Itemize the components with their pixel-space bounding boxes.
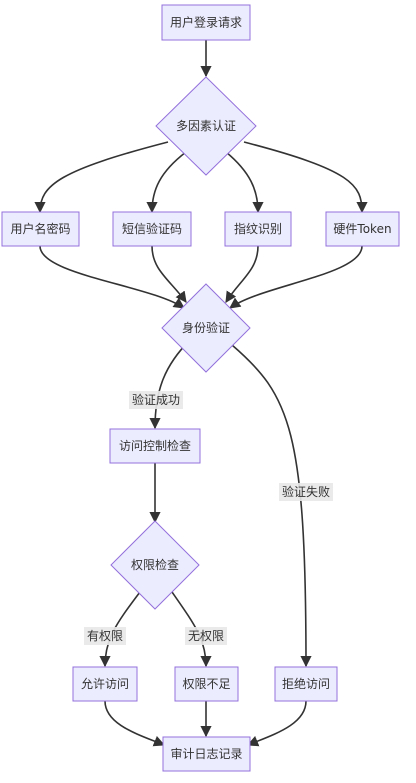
node-audit-log: 审计日志记录 bbox=[162, 736, 251, 772]
node-fingerprint-label: 指纹识别 bbox=[234, 221, 282, 236]
node-access-control: 访问控制检查 bbox=[109, 428, 201, 464]
node-fingerprint: 指纹识别 bbox=[224, 211, 292, 247]
node-identity-check: 身份验证 bbox=[161, 283, 251, 373]
edge-label-has-permission: 有权限 bbox=[87, 629, 123, 643]
edge-allow-to-audit bbox=[104, 700, 166, 747]
node-insufficient: 权限不足 bbox=[174, 666, 239, 702]
node-mfa-label: 多因素认证 bbox=[176, 119, 236, 133]
node-permission-check-label: 权限检查 bbox=[131, 557, 179, 572]
node-login-request-label: 用户登录请求 bbox=[170, 15, 242, 30]
node-access-control-label: 访问控制检查 bbox=[119, 438, 191, 453]
edge-label-auth-success: 验证成功 bbox=[132, 392, 180, 407]
edge-fingerprint-to-identity bbox=[225, 245, 259, 303]
node-deny-access-label: 拒绝访问 bbox=[282, 676, 330, 691]
edge-hwtoken-to-identity bbox=[229, 245, 363, 309]
edge-label-auth-fail: 验证失败 bbox=[282, 484, 330, 499]
node-audit-log-label: 审计日志记录 bbox=[170, 746, 242, 761]
edge-mfa-to-password bbox=[34, 141, 169, 214]
edge-identity-to-deny bbox=[231, 344, 312, 668]
edge-mfa-to-sms bbox=[146, 151, 187, 214]
node-mfa: 多因素认证 bbox=[155, 76, 257, 176]
edge-labels: 验证成功 验证失败 有权限 无权限 bbox=[84, 391, 333, 645]
node-login-request: 用户登录请求 bbox=[161, 4, 251, 41]
edge-label-no-permission: 无权限 bbox=[188, 629, 224, 643]
node-hw-token-label: 硬件Token bbox=[333, 222, 391, 236]
node-sms-label: 短信验证码 bbox=[122, 221, 182, 236]
edge-deny-to-audit bbox=[246, 700, 307, 747]
nodes: 用户登录请求 多因素认证 用户名密码 短信验证码 指纹识别 硬件Token 身份… bbox=[1, 4, 400, 772]
node-allow-access: 允许访问 bbox=[72, 666, 138, 702]
node-identity-check-label: 身份验证 bbox=[182, 320, 230, 335]
node-deny-access: 拒绝访问 bbox=[274, 666, 338, 702]
node-password: 用户名密码 bbox=[1, 211, 80, 247]
edge-password-to-identity bbox=[39, 245, 185, 309]
edge-sms-to-identity bbox=[151, 245, 187, 303]
node-allow-access-label: 允许访问 bbox=[81, 676, 129, 691]
edge-mfa-to-fingerprint bbox=[225, 151, 264, 214]
node-password-label: 用户名密码 bbox=[10, 221, 70, 236]
node-hw-token: 硬件Token bbox=[325, 211, 400, 247]
node-sms: 短信验证码 bbox=[112, 211, 192, 247]
node-permission-check: 权限检查 bbox=[110, 520, 200, 610]
edge-mfa-to-hwtoken bbox=[243, 141, 368, 214]
node-insufficient-label: 权限不足 bbox=[182, 677, 230, 691]
edge-identity-to-access bbox=[149, 339, 191, 430]
